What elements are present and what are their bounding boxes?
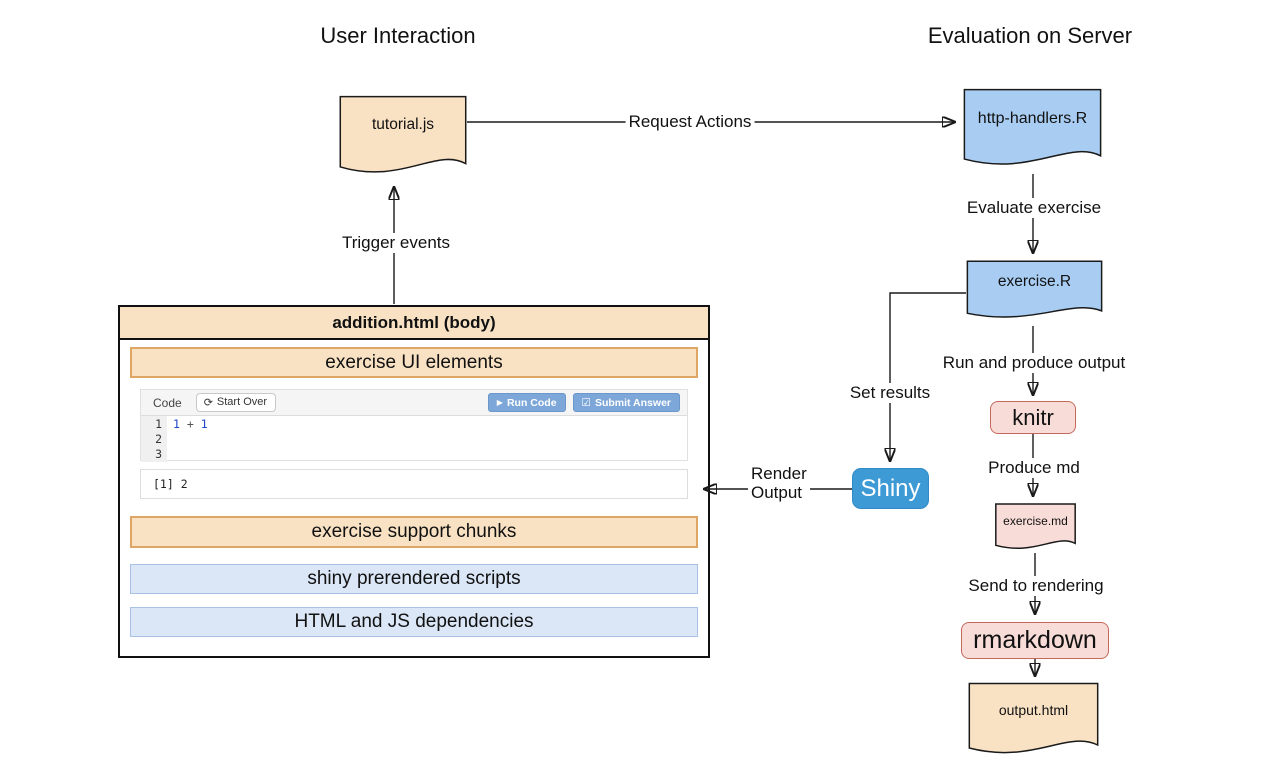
document-shape (968, 682, 1099, 760)
section-shiny-prerendered-scripts: shiny prerendered scripts (130, 564, 698, 594)
section-exercise-support-chunks: exercise support chunks (130, 516, 698, 548)
section-html-js-dependencies: HTML and JS dependencies (130, 607, 698, 637)
section-exercise-ui-elements: exercise UI elements (130, 347, 698, 378)
addition-html-panel: addition.html (body) exercise UI element… (118, 305, 710, 658)
code-label: Code (153, 395, 182, 410)
edge-label-evaluate-exercise: Evaluate exercise (963, 198, 1105, 218)
code-line-1: 1 + 1 (173, 417, 208, 432)
edge-label-render-output: Render Output (748, 464, 810, 503)
edge-label-trigger-events: Trigger events (338, 233, 454, 253)
edge-label-send-rendering: Send to rendering (965, 576, 1107, 596)
line-number: 3 (155, 447, 162, 461)
document-shape (963, 88, 1102, 172)
exercise-output-box: [1] 2 (140, 469, 688, 499)
title-user-interaction: User Interaction (320, 23, 476, 48)
code-token: + (180, 417, 201, 431)
line-number: 1 (155, 417, 162, 431)
output-text: [1] 2 (153, 477, 188, 491)
edge-label-render-output-line2: Output (748, 483, 810, 503)
code-token: + (186, 417, 194, 431)
node-rmarkdown: rmarkdown (961, 622, 1109, 659)
edge-label-set-results: Set results (846, 383, 934, 403)
edge-label-run-produce: Run and produce output (939, 353, 1129, 373)
node-shiny: Shiny (852, 468, 929, 509)
edge-set-results (890, 292, 966, 462)
submit-answer-button[interactable]: ☑ Submit Answer (572, 393, 680, 412)
edge-label-produce-md: Produce md (985, 458, 1083, 478)
refresh-icon: ⟳ (203, 396, 213, 409)
document-shape (966, 260, 1103, 323)
node-exercise-md: exercise.md (995, 503, 1076, 553)
edge-label-render-output-line1: Render (748, 464, 810, 484)
panel-header: addition.html (body) (120, 307, 708, 340)
submit-answer-label: Submit Answer (594, 396, 671, 409)
node-label: http-handlers.R (977, 110, 1088, 127)
play-icon: ▶ (496, 398, 503, 407)
node-label: exercise.R (997, 273, 1072, 290)
node-label: exercise.md (1003, 514, 1068, 528)
code-input-area[interactable]: 1 2 3 1 + 1 (141, 416, 687, 462)
start-over-button[interactable]: ⟳ Start Over (195, 392, 277, 413)
code-content: 1 + 1 (167, 416, 208, 462)
node-exercise-r: exercise.R (966, 260, 1103, 323)
node-label: tutorial.js (371, 116, 435, 133)
edge-label-request-actions: Request Actions (625, 112, 755, 132)
editor-toolbar: Code ⟳ Start Over ▶ Run Code ☑ Submit An… (141, 390, 687, 416)
title-evaluation-on-server: Evaluation on Server (927, 23, 1133, 48)
node-output-html: output.html (968, 682, 1099, 760)
node-knitr: knitr (990, 401, 1076, 434)
node-label: output.html (998, 702, 1069, 718)
run-code-button[interactable]: ▶ Run Code (487, 393, 566, 412)
line-number-gutter: 1 2 3 (141, 416, 167, 462)
document-shape (339, 95, 467, 180)
code-token: 1 (200, 417, 208, 431)
document-shape (995, 503, 1076, 553)
start-over-label: Start Over (216, 396, 268, 409)
run-code-label: Run Code (506, 396, 557, 409)
line-number: 2 (155, 432, 162, 446)
node-http-handlers: http-handlers.R (963, 88, 1102, 172)
code-token: 1 (173, 417, 180, 431)
exercise-code-editor: Code ⟳ Start Over ▶ Run Code ☑ Submit An… (140, 389, 688, 462)
checkbox-icon: ☑ (581, 396, 591, 409)
node-tutorial-js: tutorial.js (339, 95, 467, 180)
